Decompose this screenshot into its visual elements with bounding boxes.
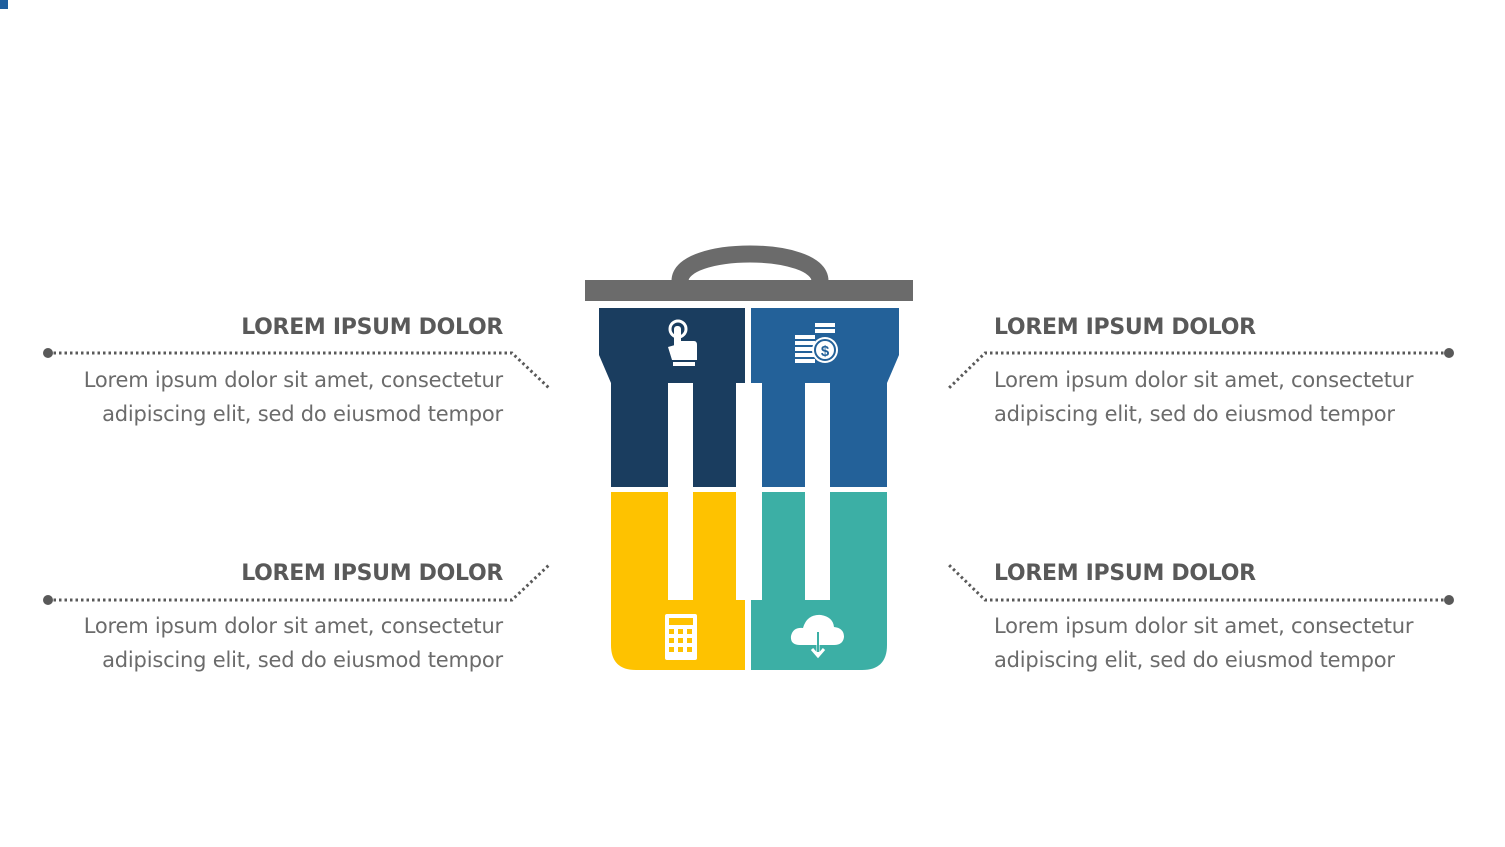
item-title-top-right: LOREM IPSUM DOLOR [994,315,1256,340]
connectors [48,351,1449,602]
item-title-bottom-right: LOREM IPSUM DOLOR [994,561,1256,586]
item-text-line: adipiscing elit, sed do eiusmod tempor [102,402,503,426]
calculator-icon [665,614,697,660]
item-title-bottom-left: LOREM IPSUM DOLOR [241,561,503,586]
connector-dot [43,348,53,358]
connector-dot [1444,348,1454,358]
slot-right [805,383,830,600]
item-text-line: Lorem ipsum dolor sit amet, consectetur [994,614,1414,638]
item-text-bottom-left: Lorem ipsum dolor sit amet, consectetur … [84,609,503,677]
item-text-top-left: Lorem ipsum dolor sit amet, consectetur … [84,363,503,431]
item-text-line: Lorem ipsum dolor sit amet, consectetur [83,368,503,392]
connector-dot [43,595,53,605]
connector-bottom-left [48,563,551,602]
hand-pointer-icon [668,319,697,366]
item-text-bottom-right: Lorem ipsum dolor sit amet, consectetur … [994,609,1413,677]
item-text-top-right: Lorem ipsum dolor sit amet, consectetur … [994,363,1413,431]
connector-top-right [947,351,1449,390]
corner-marker [0,0,8,9]
item-text-line: adipiscing elit, sed do eiusmod tempor [994,402,1395,426]
item-text-line: adipiscing elit, sed do eiusmod tempor [102,648,503,672]
lid-handle [671,245,829,284]
cloud-download-icon [790,614,844,659]
item-text-line: adipiscing elit, sed do eiusmod tempor [994,648,1395,672]
connector-bottom-right [947,563,1449,602]
item-text-line: Lorem ipsum dolor sit amet, consectetur [83,614,503,638]
lid-bar [585,280,913,301]
connector-dot [1444,595,1454,605]
connector-top-left [48,351,551,390]
coins-dollar-icon: $ [795,323,838,363]
slot-center [736,383,762,600]
slot-left [668,383,693,600]
item-title-top-left: LOREM IPSUM DOLOR [241,315,503,340]
item-text-line: Lorem ipsum dolor sit amet, consectetur [994,368,1414,392]
svg-text:$: $ [821,343,830,360]
